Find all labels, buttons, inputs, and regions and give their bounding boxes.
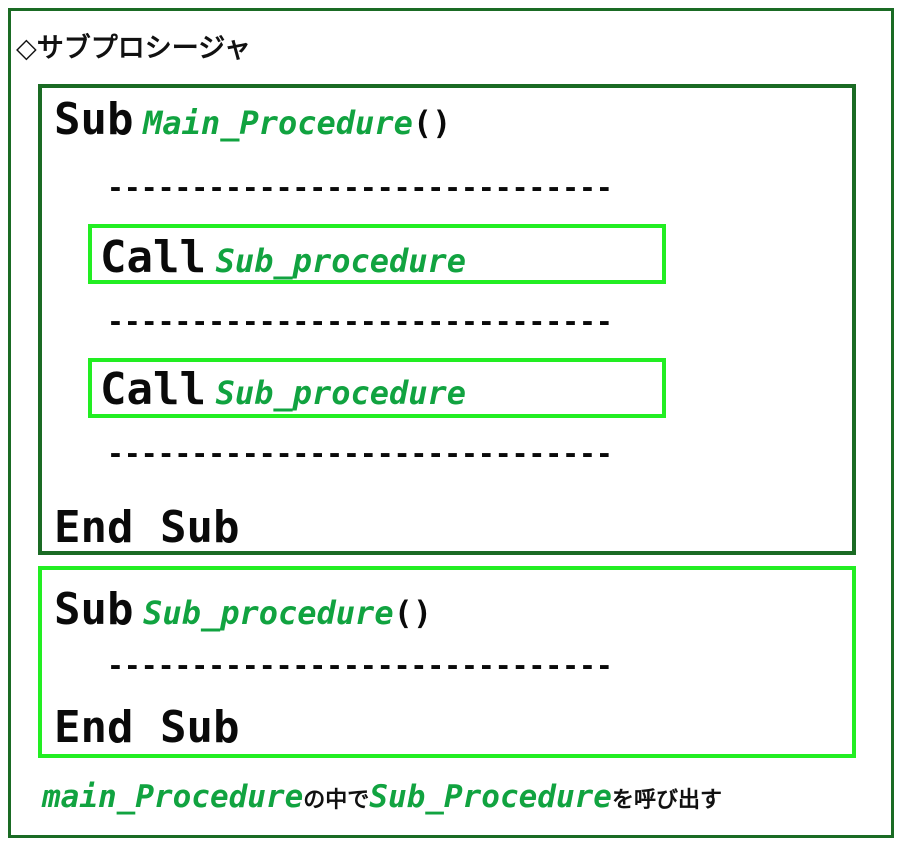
call-statement-box (88, 358, 666, 418)
end-sub-keyword: End Sub (54, 502, 240, 553)
code-placeholder-line: ------------------------------ (107, 437, 613, 470)
main-procedure-name: Main_Procedure (143, 104, 413, 142)
caption-text-end: を呼び出す (611, 788, 722, 813)
sub-procedure-parens: () (393, 594, 433, 632)
code-placeholder-line: ------------------------------ (107, 171, 613, 204)
call-statement: Call Sub_procedure (100, 368, 466, 412)
call-keyword: Call (100, 364, 206, 415)
call-statement: Call Sub_procedure (100, 236, 466, 280)
outer-frame (8, 8, 894, 838)
caption-callee: Sub_Procedure (369, 779, 612, 815)
code-placeholder-line: ------------------------------ (107, 305, 613, 338)
main-procedure-parens: () (412, 104, 452, 142)
sub-keyword: Sub (54, 94, 134, 145)
end-sub-keyword: End Sub (54, 702, 240, 753)
section-title: ◇サブプロシージャ (16, 33, 251, 64)
caption-text-middle: の中で (303, 788, 370, 813)
sub-procedure-header: Sub Sub_procedure() (54, 588, 432, 632)
sub-keyword: Sub (54, 584, 134, 635)
sub-procedure-box (38, 566, 856, 758)
call-statement-box (88, 224, 666, 284)
call-keyword: Call (100, 232, 206, 283)
main-procedure-header: Sub Main_Procedure() (54, 98, 451, 142)
main-procedure-box (38, 84, 856, 555)
caption-caller: main_Procedure (42, 779, 304, 815)
call-target: Sub_procedure (215, 242, 467, 280)
code-placeholder-line: ------------------------------ (107, 649, 613, 682)
caption: main_Procedureの中でSub_Procedureを呼び出す (42, 782, 722, 813)
sub-procedure-name: Sub_procedure (143, 594, 394, 632)
call-target: Sub_procedure (215, 374, 467, 412)
